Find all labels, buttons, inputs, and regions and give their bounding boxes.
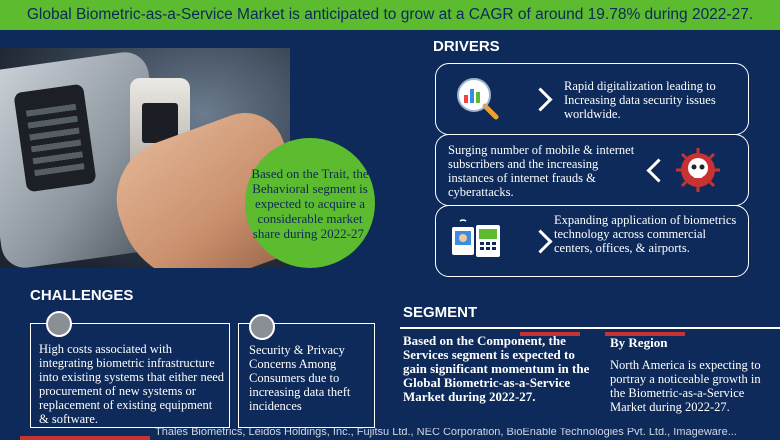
fingerprint-scanner-photo <box>0 48 290 268</box>
challenges-heading: CHALLENGES <box>30 287 134 304</box>
chevron-right-icon <box>528 229 553 254</box>
bullet-dot-icon <box>46 311 72 337</box>
headline-banner: Global Biometric-as-a-Service Market is … <box>0 0 780 30</box>
analytics-icon <box>436 64 516 134</box>
challenge-text-1: High costs associated with integrating b… <box>39 342 225 426</box>
accent-bar <box>605 332 685 336</box>
component-segment-text: Based on the Component, the Services seg… <box>403 333 590 404</box>
footer-text: Thales Biometrics, Leidos Holdings, Inc.… <box>155 428 737 438</box>
drivers-heading: DRIVERS <box>433 38 500 55</box>
headline-text: Global Biometric-as-a-Service Market is … <box>26 6 754 23</box>
driver-text-1: Rapid digitalization leading to Increasi… <box>564 79 716 121</box>
chevron-right-icon <box>528 87 553 112</box>
challenge-text-2: Security & Privacy Concerns Among Consum… <box>249 343 351 413</box>
driver-text-2: Surging number of mobile & internet subs… <box>448 143 635 199</box>
driver-card-2: Surging number of mobile & internet subs… <box>435 134 749 206</box>
challenge-card-2: Security & Privacy Concerns Among Consum… <box>238 323 375 428</box>
bullet-dot-icon <box>249 314 275 340</box>
segment-heading: SEGMENT <box>403 304 478 321</box>
region-text: North America is expecting to portray a … <box>610 358 761 414</box>
segment-divider <box>400 327 780 329</box>
challenge-card-1: High costs associated with integrating b… <box>30 323 230 428</box>
driver-card-1: Rapid digitalization leading to Increasi… <box>435 63 749 135</box>
biometric-terminal-icon <box>436 206 516 276</box>
cyber-threat-skull-icon <box>658 135 738 205</box>
bubble-text: Based on the Trait, the Behavioral segme… <box>251 165 369 241</box>
region-title: By Region <box>610 335 668 350</box>
driver-card-3: Expanding application of biometrics tech… <box>435 205 749 277</box>
company-list-footer: Thales Biometrics, Leidos Holdings, Inc.… <box>0 428 780 440</box>
driver-text-3: Expanding application of biometrics tech… <box>554 213 737 255</box>
trait-segment-bubble: Based on the Trait, the Behavioral segme… <box>245 138 375 268</box>
accent-bar <box>520 332 580 336</box>
